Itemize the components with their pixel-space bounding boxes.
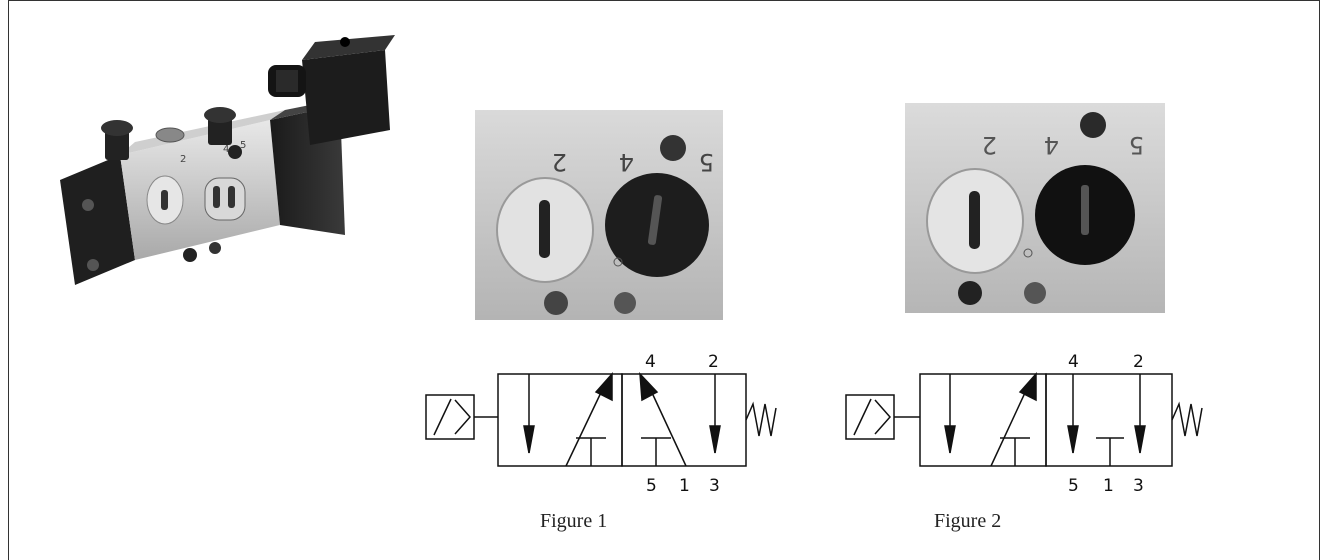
valve-photo-port-label: 2: [180, 154, 186, 165]
valve-photo-port-label: 4: [223, 144, 229, 155]
solenoid-valve-photo: 2 4 5: [60, 35, 395, 285]
port-label: 3: [1133, 476, 1144, 496]
port-label: 1: [1103, 476, 1114, 496]
figure-2-caption: Figure 2: [934, 510, 1002, 532]
port-label: 4: [645, 352, 656, 372]
photo-port-label: 4: [619, 148, 634, 176]
photo-port-label: 2: [982, 131, 997, 159]
port-label: 1: [679, 476, 690, 496]
port-label: 5: [1068, 476, 1079, 496]
photo-port-label: 4: [1044, 131, 1059, 159]
photo-port-label: 2: [552, 148, 567, 176]
photo-port-label: 5: [1129, 131, 1144, 159]
port-label: 3: [709, 476, 720, 496]
figure-2-photo: 2 4 5: [905, 103, 1165, 313]
port-label: 2: [1133, 352, 1144, 372]
port-label: 4: [1068, 352, 1079, 372]
page-frame: [8, 0, 1320, 560]
figure-1-valve-symbol: 4 2 5 1 3: [425, 352, 777, 496]
valve-photo-port-label: 5: [240, 140, 246, 151]
port-label: 2: [708, 352, 719, 372]
port-label: 5: [646, 476, 657, 496]
photo-port-label: 5: [699, 148, 714, 176]
figure-2-valve-symbol: 4 2 5 1 3: [845, 352, 1203, 496]
figure-1-caption: Figure 1: [540, 510, 608, 532]
figure-1-photo: 2 4 5: [475, 110, 723, 320]
